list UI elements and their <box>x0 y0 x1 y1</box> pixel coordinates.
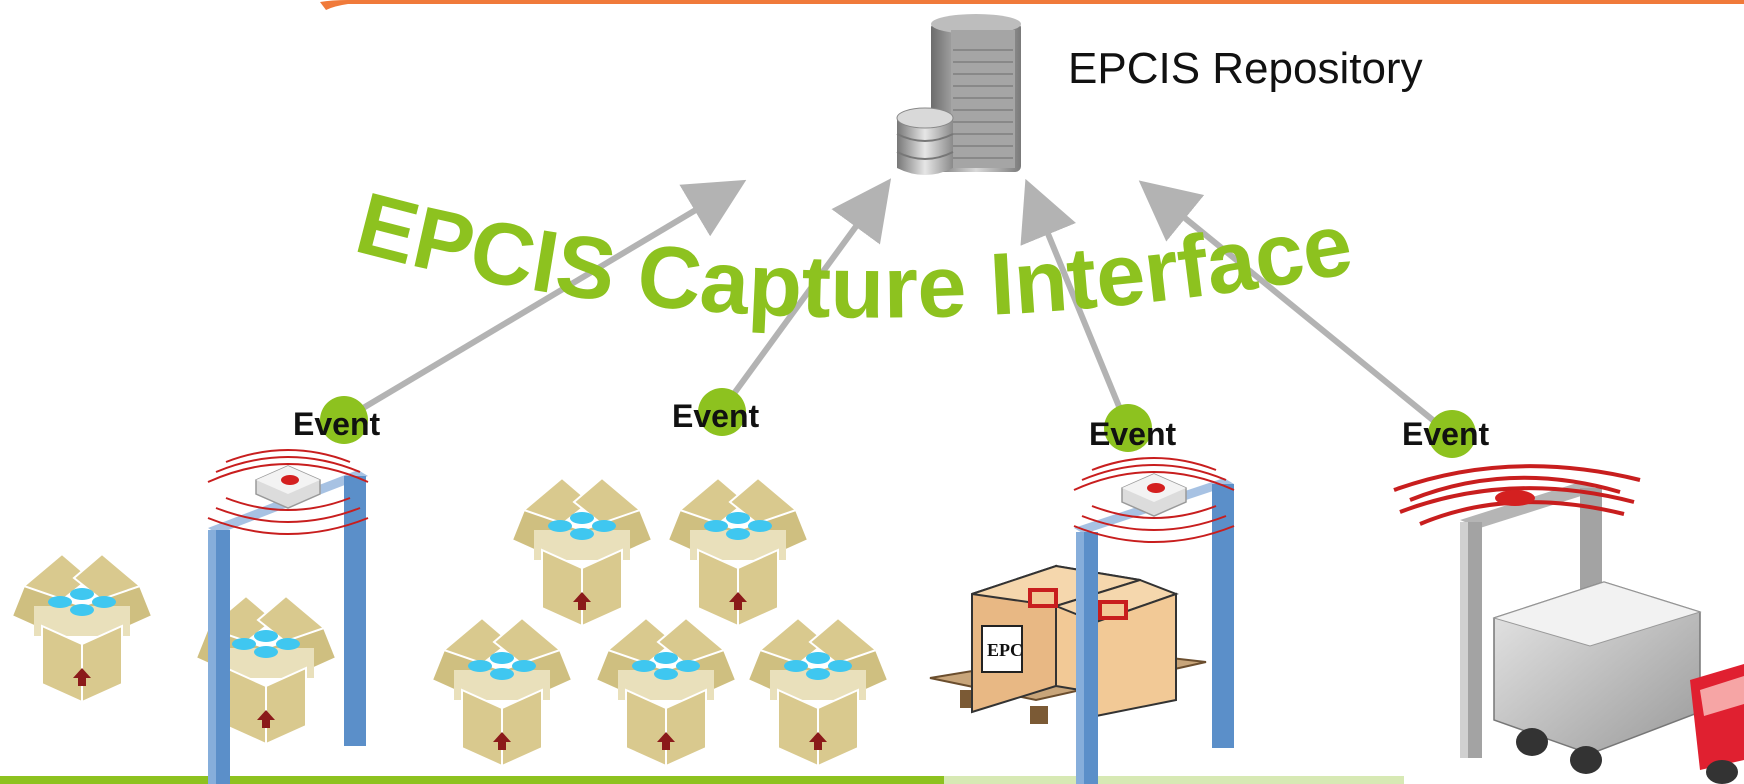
database-server-icon <box>896 14 1021 175</box>
bottom-accent-bar-light <box>944 776 1404 784</box>
event-dot-2 <box>698 388 746 436</box>
epc-logo-icon <box>981 625 1023 673</box>
repository-label: EPCIS Repository <box>1068 44 1423 93</box>
arrow-4 <box>1138 180 1452 437</box>
event-label-3: Event <box>1089 416 1177 452</box>
event-dot-4 <box>1428 410 1476 458</box>
event-label-1: Event <box>293 406 381 442</box>
svg-text:EPC: EPC <box>987 640 1023 660</box>
carton-box <box>11 553 153 703</box>
arrow-1 <box>336 179 747 426</box>
arrow-3 <box>1020 178 1130 428</box>
capture-arrows <box>336 178 1452 437</box>
bottom-accent-bar <box>0 776 944 784</box>
rfid-portal-1 <box>195 449 369 784</box>
rfid-portal-3 <box>1073 457 1235 784</box>
event-dot-1 <box>320 396 368 444</box>
dock-door-truck <box>1393 464 1744 784</box>
pallet-cases: EPC <box>929 564 1207 724</box>
capture-interface-title: EPCIS Capture Interface <box>347 173 1359 337</box>
arrow-2 <box>719 178 892 412</box>
event-label-2: Event <box>672 398 760 434</box>
carton-pile <box>431 477 889 767</box>
top-accent-bar <box>320 0 1744 10</box>
event-label-4: Event <box>1402 416 1490 452</box>
event-dot-3 <box>1104 404 1152 452</box>
event-markers <box>320 388 1476 458</box>
